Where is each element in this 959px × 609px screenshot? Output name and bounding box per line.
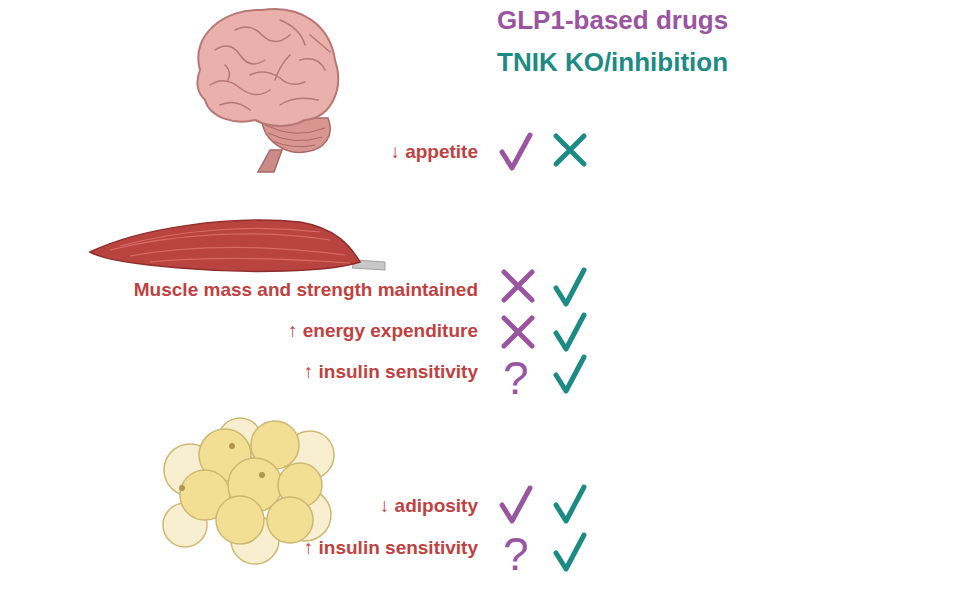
- unknown-mark: ?: [503, 352, 529, 405]
- unknown-mark: ?: [503, 528, 529, 581]
- legend-title: TNIK KO/inhibition: [497, 48, 728, 78]
- legend-title: GLP1-based drugs: [497, 6, 728, 36]
- comparison-marks: [502, 135, 584, 569]
- effect-label: ↓ appetite: [390, 141, 478, 163]
- effect-label: ↑ insulin sensitivity: [304, 361, 478, 383]
- brain-illustration: [197, 9, 338, 172]
- effect-label: Muscle mass and strength maintained: [134, 279, 478, 301]
- effect-label: ↑ energy expenditure: [288, 320, 478, 342]
- effect-label: ↑ insulin sensitivity: [304, 537, 478, 559]
- muscle-illustration: [90, 220, 385, 271]
- effect-label: ↓ adiposity: [380, 495, 478, 517]
